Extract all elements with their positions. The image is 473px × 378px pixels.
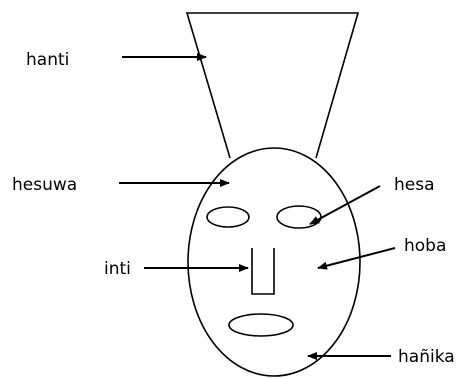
nose [252, 248, 274, 294]
hat-shape [187, 13, 358, 158]
arrow-hesa [310, 186, 380, 224]
mouth [229, 314, 293, 336]
label-hesuwa: hesuwa [12, 177, 77, 194]
label-hanti: hanti [26, 52, 69, 69]
label-hesa: hesa [394, 177, 435, 194]
label-hoba: hoba [404, 238, 446, 255]
label-inti: inti [104, 261, 131, 278]
arrow-hoba [318, 248, 395, 268]
right-eye [277, 206, 321, 228]
label-hanika: hañika [398, 349, 455, 366]
left-eye [207, 207, 249, 227]
